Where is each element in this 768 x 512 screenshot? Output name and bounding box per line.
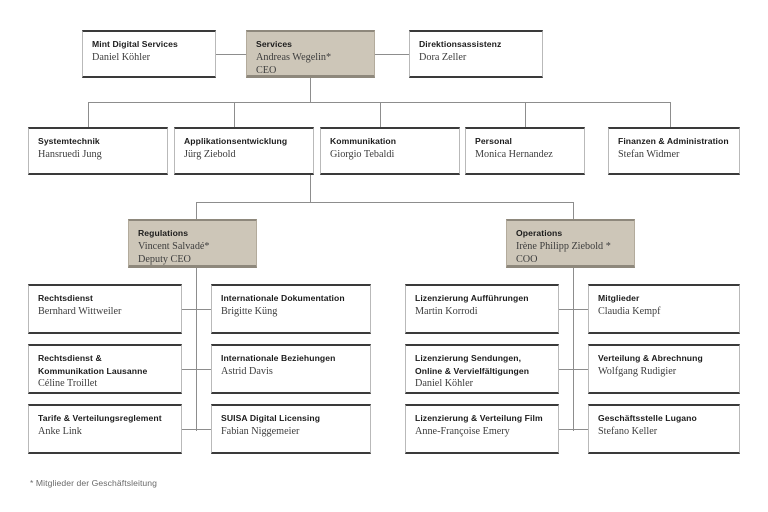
node-personal[interactable]: Personal Monica Hernandez xyxy=(465,127,585,175)
node-person: Claudia Kempf xyxy=(598,305,661,317)
node-suisa-digital-licensing[interactable]: SUISA Digital Licensing Fabian Niggemeie… xyxy=(211,404,371,454)
connector-reg-right-1 xyxy=(196,309,211,310)
node-role: CEO xyxy=(256,64,277,76)
node-title: Services xyxy=(256,39,293,49)
node-person: Irène Philipp Ziebold * xyxy=(516,240,611,252)
node-person: Monica Hernandez xyxy=(475,148,553,160)
node-title: Regulations xyxy=(138,228,189,238)
node-person: Wolfgang Rudigier xyxy=(598,365,677,377)
node-lizenzierung-auffuehrungen[interactable]: Lizenzierung Aufführungen Martin Korrodi xyxy=(405,284,559,334)
node-title: Mint Digital Services xyxy=(92,39,178,49)
node-person: Martin Korrodi xyxy=(415,305,478,317)
node-lizenzierung-verteilung-film[interactable]: Lizenzierung & Verteilung Film Anne-Fran… xyxy=(405,404,559,454)
node-role: Deputy CEO xyxy=(138,253,191,265)
node-finanzen-administration[interactable]: Finanzen & Administration Stefan Widmer xyxy=(608,127,740,175)
node-title: Internationale Beziehungen xyxy=(221,353,336,363)
node-systemtechnik[interactable]: Systemtechnik Hansruedi Jung xyxy=(28,127,168,175)
node-mitglieder[interactable]: Mitglieder Claudia Kempf xyxy=(588,284,740,334)
node-person: Daniel Köhler xyxy=(92,51,150,63)
connector-dept-4-drop xyxy=(525,102,526,127)
connector-dept-5-drop xyxy=(670,102,671,127)
node-title-line2: Online & Vervielfältigungen xyxy=(415,365,530,376)
connector-reg-left-2 xyxy=(182,369,196,370)
node-person: Anne-Françoise Emery xyxy=(415,425,510,437)
connector-ceo-drop xyxy=(310,78,311,102)
node-rechtsdienst[interactable]: Rechtsdienst Bernhard Wittweiler xyxy=(28,284,182,334)
node-person: Stefan Widmer xyxy=(618,148,680,160)
node-title: Applikationsentwicklung xyxy=(184,136,288,146)
node-title-line2: Kommunikation Lausanne xyxy=(38,365,148,376)
connector-reg-left-3 xyxy=(182,429,196,430)
node-role: COO xyxy=(516,253,538,265)
node-person: Daniel Köhler xyxy=(415,378,473,389)
node-person: Céline Troillet xyxy=(38,378,98,389)
node-title: Operations xyxy=(516,228,563,238)
node-title: Mitglieder xyxy=(598,293,640,303)
node-direktionsassistenz[interactable]: Direktionsassistenz Dora Zeller xyxy=(409,30,543,78)
node-regulations[interactable]: Regulations Vincent Salvadé* Deputy CEO xyxy=(128,219,257,268)
connector-ops-right-2 xyxy=(573,369,588,370)
node-mint-digital-services[interactable]: Mint Digital Services Daniel Köhler xyxy=(82,30,216,78)
connector-department-bus xyxy=(88,102,670,103)
node-title: Lizenzierung & Verteilung Film xyxy=(415,413,543,423)
node-person: Bernhard Wittweiler xyxy=(38,305,122,317)
node-person: Astrid Davis xyxy=(221,365,273,377)
connector-dept-2-drop xyxy=(234,102,235,127)
node-person: Anke Link xyxy=(38,425,82,437)
connector-regulations-spine xyxy=(196,268,197,431)
node-title: Geschäftsstelle Lugano xyxy=(598,413,697,423)
node-applikationsentwicklung[interactable]: Applikationsentwicklung Jürg Ziebold xyxy=(174,127,314,175)
connector-division-bus xyxy=(196,202,573,203)
connector-reg-right-2 xyxy=(196,369,211,370)
connector-regulations-drop xyxy=(196,202,197,219)
node-lizenzierung-sendungen-online[interactable]: Lizenzierung Sendungen, Online & Verviel… xyxy=(405,344,559,394)
connector-dept-3-drop xyxy=(380,102,381,127)
node-kommunikation[interactable]: Kommunikation Giorgio Tebaldi xyxy=(320,127,460,175)
node-title: Tarife & Verteilungsreglement xyxy=(38,413,162,423)
node-operations[interactable]: Operations Irène Philipp Ziebold * COO xyxy=(506,219,635,268)
footnote-legend: * Mitglieder der Geschäftsleitung xyxy=(30,478,158,488)
node-rechtsdienst-kommunikation-lausanne[interactable]: Rechtsdienst & Kommunikation Lausanne Cé… xyxy=(28,344,182,394)
connector-ops-left-2 xyxy=(559,369,573,370)
connector-dept-1-drop xyxy=(88,102,89,127)
node-person: Fabian Niggemeier xyxy=(221,425,300,437)
node-person: Dora Zeller xyxy=(419,51,467,63)
node-internationale-beziehungen[interactable]: Internationale Beziehungen Astrid Davis xyxy=(211,344,371,394)
node-person: Jürg Ziebold xyxy=(184,148,236,160)
node-geschaeftsstelle-lugano[interactable]: Geschäftsstelle Lugano Stefano Keller xyxy=(588,404,740,454)
connector-ops-left-1 xyxy=(559,309,573,310)
node-verteilung-abrechnung[interactable]: Verteilung & Abrechnung Wolfgang Rudigie… xyxy=(588,344,740,394)
node-person: Andreas Wegelin* xyxy=(256,51,332,63)
node-title: Direktionsassistenz xyxy=(419,39,502,49)
connector-ops-left-3 xyxy=(559,429,573,430)
node-title: Lizenzierung Aufführungen xyxy=(415,293,529,303)
node-tarife-verteilungsreglement[interactable]: Tarife & Verteilungsreglement Anke Link xyxy=(28,404,182,454)
node-title: Rechtsdienst xyxy=(38,293,93,303)
node-person: Vincent Salvadé* xyxy=(138,240,210,252)
node-person: Brigitte Küng xyxy=(221,305,278,317)
node-title: SUISA Digital Licensing xyxy=(221,413,321,423)
node-services-ceo[interactable]: Services Andreas Wegelin* CEO xyxy=(246,30,375,78)
connector-operations-drop xyxy=(573,202,574,219)
node-title: Verteilung & Abrechnung xyxy=(598,353,703,363)
node-title: Internationale Dokumentation xyxy=(221,293,345,303)
connector-operations-spine xyxy=(573,268,574,431)
connector-reg-left-1 xyxy=(182,309,196,310)
node-title: Personal xyxy=(475,136,512,146)
connector-top-left xyxy=(216,54,246,55)
connector-reg-right-3 xyxy=(196,429,211,430)
node-title: Kommunikation xyxy=(330,136,397,146)
connector-ops-right-3 xyxy=(573,429,588,430)
node-title: Systemtechnik xyxy=(38,136,100,146)
connector-top-right xyxy=(375,54,409,55)
node-person: Stefano Keller xyxy=(598,425,658,437)
connector-ops-right-1 xyxy=(573,309,588,310)
node-internationale-dokumentation[interactable]: Internationale Dokumentation Brigitte Kü… xyxy=(211,284,371,334)
node-title: Finanzen & Administration xyxy=(618,136,729,146)
node-title: Lizenzierung Sendungen, xyxy=(415,353,522,363)
node-person: Giorgio Tebaldi xyxy=(330,148,395,160)
node-person: Hansruedi Jung xyxy=(38,148,102,160)
node-title: Rechtsdienst & xyxy=(38,353,102,363)
